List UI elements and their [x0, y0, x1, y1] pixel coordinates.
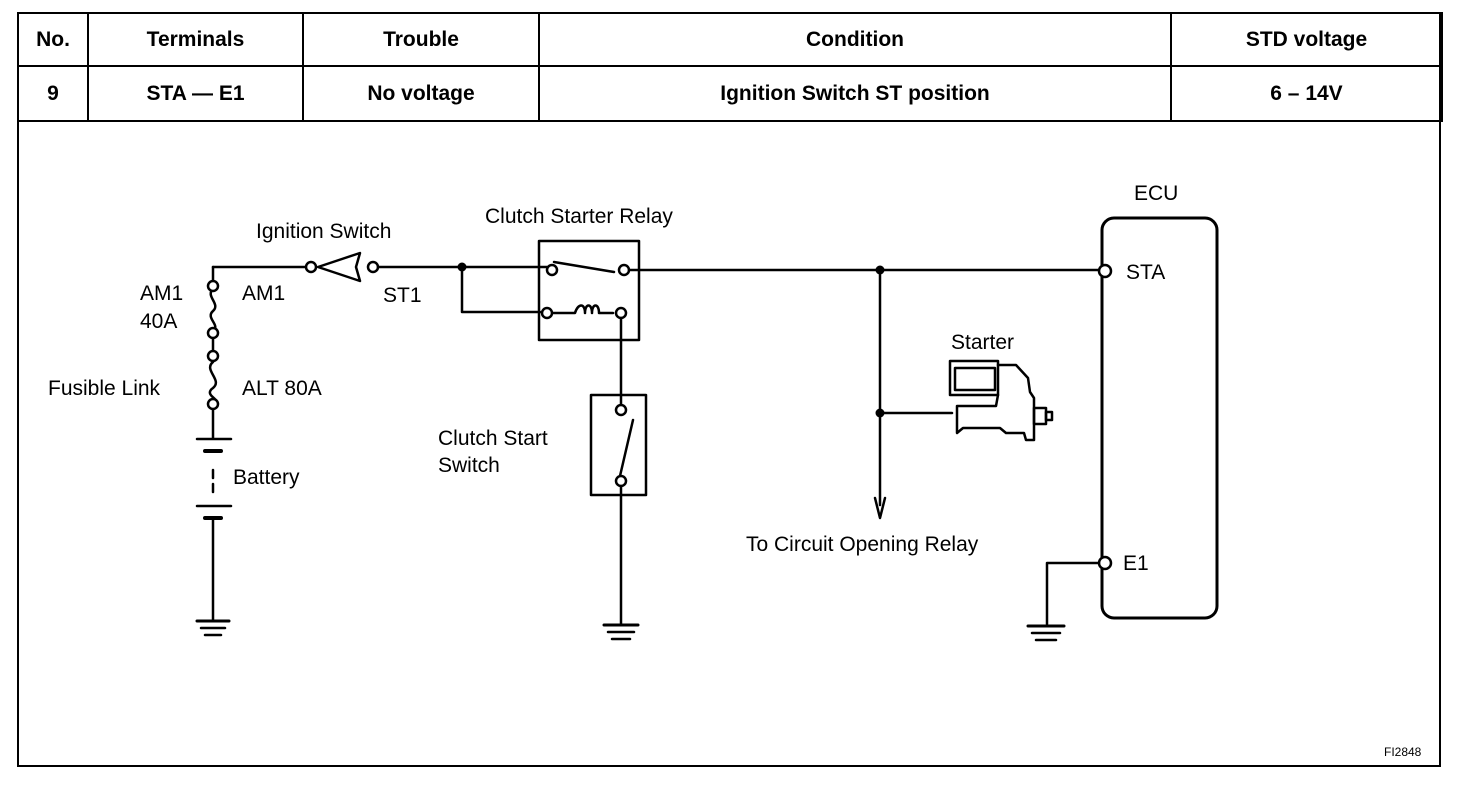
- relay-contact-2: [617, 263, 631, 277]
- fusible-link-terminal-bottom: [206, 397, 220, 411]
- label-switch: Switch: [438, 454, 500, 477]
- ecu-box: [1100, 216, 1219, 620]
- label-relay: Clutch Starter Relay: [485, 205, 673, 228]
- cell-terminals: STA — E1: [87, 65, 304, 122]
- wire-e1-ground: [1045, 561, 1101, 626]
- fusible-link-alt-80a: [208, 360, 218, 402]
- am1-terminal-bottom: [206, 326, 220, 340]
- clutch-start-switch-box: [589, 393, 648, 497]
- clutch-switch-contact-2: [614, 474, 628, 488]
- label-figure-code: FI2848: [1384, 745, 1422, 759]
- label-e1: E1: [1123, 552, 1149, 575]
- junction-st1: [457, 262, 467, 272]
- label-alt-80a: ALT 80A: [242, 377, 322, 400]
- ignition-switch-symbol: [304, 251, 380, 283]
- relay-coil-terminal-2: [614, 306, 628, 320]
- clutch-switch-arm: [618, 418, 635, 478]
- fusible-link-terminal-top: [206, 349, 220, 363]
- junction-starter: [875, 408, 885, 418]
- ground-ecu: [1026, 624, 1066, 642]
- label-ignition-switch: Ignition Switch: [256, 220, 391, 243]
- label-circuit-opening-relay: To Circuit Opening Relay: [746, 533, 979, 556]
- relay-box: [537, 239, 641, 342]
- fuse-am1-40a: [209, 287, 217, 333]
- header-trouble: Trouble: [302, 12, 540, 67]
- relay-coil: [551, 304, 615, 315]
- cell-trouble: No voltage: [302, 65, 540, 122]
- wire-coil-feed: [460, 265, 542, 314]
- header-no: No.: [17, 12, 89, 67]
- label-40a: 40A: [140, 310, 177, 333]
- header-std-voltage: STD voltage: [1170, 12, 1443, 67]
- clutch-switch-contact-1: [614, 403, 628, 417]
- label-am1-right: AM1: [242, 282, 285, 305]
- label-ecu: ECU: [1134, 182, 1178, 205]
- label-fusible-link: Fusible Link: [48, 377, 161, 400]
- relay-contact-1: [545, 263, 559, 277]
- label-clutch-start: Clutch Start: [438, 427, 548, 450]
- cell-std-voltage: 6 – 14V: [1170, 65, 1443, 122]
- ground-clutch: [602, 623, 640, 641]
- am1-terminal-top: [206, 279, 220, 293]
- table-row: 9 STA — E1 No voltage Ignition Switch ST…: [17, 65, 1443, 122]
- arrow-circuit-opening-relay: [873, 496, 887, 520]
- junction-sta: [875, 265, 885, 275]
- cell-condition: Ignition Switch ST position: [538, 65, 1172, 122]
- spec-table: No. Terminals Trouble Condition STD volt…: [17, 12, 1443, 122]
- header-condition: Condition: [538, 12, 1172, 67]
- label-sta: STA: [1126, 261, 1165, 284]
- ecu-e1-terminal: [1097, 555, 1113, 571]
- label-battery: Battery: [233, 466, 300, 489]
- relay-contact-arm: [552, 260, 616, 274]
- relay-coil-terminal-1: [540, 306, 554, 320]
- header-terminals: Terminals: [87, 12, 304, 67]
- label-starter: Starter: [951, 331, 1014, 354]
- ecu-sta-terminal: [1097, 263, 1113, 279]
- label-am1-left: AM1: [140, 282, 183, 305]
- ground-left: [195, 619, 231, 637]
- starter-motor: [948, 359, 1054, 442]
- table-header-row: No. Terminals Trouble Condition STD volt…: [17, 12, 1443, 67]
- cell-no: 9: [17, 65, 89, 122]
- label-st1: ST1: [383, 284, 422, 307]
